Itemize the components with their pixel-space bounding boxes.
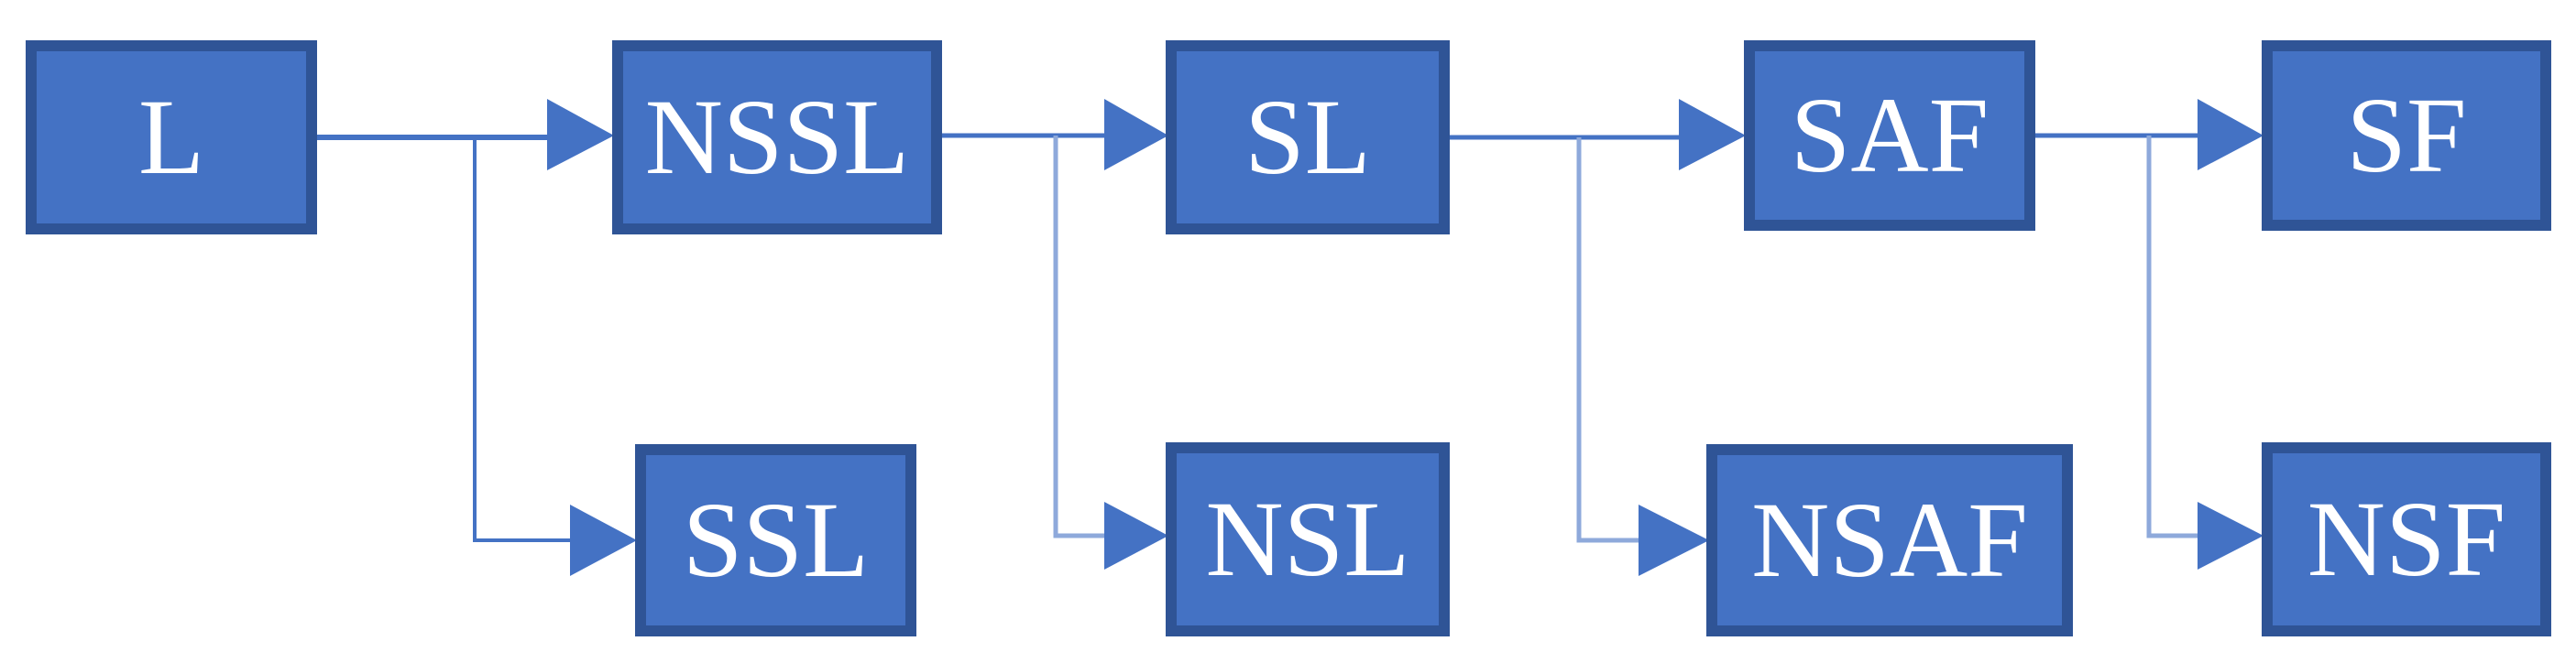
node-nsf: NSF	[2262, 442, 2551, 636]
node-sf-label: SF	[2346, 75, 2467, 195]
edge-saf-to-nsf	[2146, 136, 2264, 570]
node-nssl: NSSL	[612, 40, 942, 234]
edge-nssl-to-sl	[940, 99, 1168, 170]
edge-sl-to-nsaf	[1576, 137, 1709, 576]
node-sl-label: SL	[1244, 77, 1371, 197]
node-nsaf: NSAF	[1706, 444, 2073, 636]
node-ssl-label: SSL	[682, 480, 870, 600]
edge-l-to-nssl	[314, 99, 614, 170]
node-saf-label: SAF	[1790, 75, 1990, 195]
node-l: L	[26, 40, 317, 234]
edge-sl-to-saf	[1448, 99, 1746, 170]
node-nsf-label: NSF	[2307, 479, 2506, 599]
node-sf: SF	[2262, 40, 2551, 231]
edge-saf-to-sf	[2033, 99, 2264, 170]
node-nssl-label: NSSL	[644, 77, 910, 197]
edge-nssl-to-nsl	[1053, 136, 1168, 570]
node-nsl: NSL	[1166, 442, 1450, 636]
node-ssl: SSL	[635, 444, 916, 636]
node-nsl-label: NSL	[1205, 479, 1410, 599]
node-l-label: L	[137, 77, 205, 197]
node-saf: SAF	[1744, 40, 2035, 231]
node-sl: SL	[1166, 40, 1450, 234]
node-nsaf-label: NSAF	[1751, 480, 2028, 600]
edge-l-to-ssl	[473, 137, 637, 576]
